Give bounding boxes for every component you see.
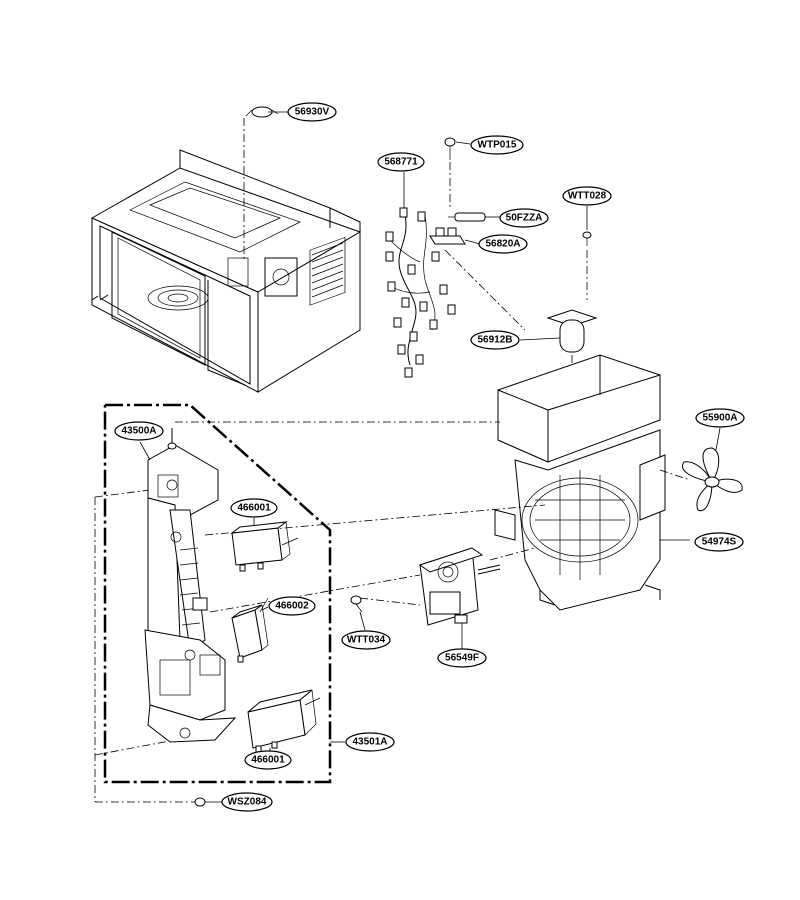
part-label-WTT028: WTT028 — [562, 186, 612, 206]
screw-wtt034-drawing — [350, 595, 366, 631]
svg-text:50FZZA: 50FZZA — [506, 213, 543, 224]
oven-cavity-drawing — [90, 149, 362, 393]
part-label-56549F: 56549F — [437, 648, 487, 668]
leader-43500A — [139, 441, 151, 461]
switch-466001-lower-drawing — [247, 689, 321, 753]
svg-text:WTT034: WTT034 — [347, 635, 386, 646]
part-label-54974S: 54974S — [694, 532, 744, 552]
part-label-56912B: 56912B — [470, 330, 520, 350]
svg-text:55900A: 55900A — [702, 413, 737, 424]
part-label-50FZZA: 50FZZA — [499, 208, 549, 228]
wire-harness-drawing — [385, 172, 456, 378]
part-label-WTT034: WTT034 — [341, 630, 391, 650]
reference-lines — [94, 421, 546, 803]
svg-text:WTP015: WTP015 — [478, 140, 517, 151]
screw-wtt028-drawing — [582, 206, 592, 300]
fuse-and-holder-drawing — [429, 212, 526, 331]
svg-text:56930V: 56930V — [295, 107, 330, 118]
svg-text:466001: 466001 — [251, 755, 285, 766]
switch-466001-upper-drawing — [230, 518, 299, 572]
part-label-55900A: 55900A — [695, 408, 745, 428]
svg-text:568771: 568771 — [384, 157, 418, 168]
fan-blade-drawing — [682, 427, 743, 512]
screw-wtp015-drawing — [444, 137, 471, 210]
svg-text:466001: 466001 — [237, 503, 271, 514]
part-label-568771: 568771 — [377, 152, 425, 172]
switch-466002-drawing — [231, 597, 269, 663]
svg-text:WSZ084: WSZ084 — [228, 797, 267, 808]
svg-text:WTT028: WTT028 — [568, 191, 607, 202]
part-label-466001-lower: 466001 — [244, 750, 292, 770]
air-duct-drawing — [494, 354, 691, 611]
svg-text:43500A: 43500A — [121, 426, 156, 437]
part-label-56930V: 56930V — [287, 102, 337, 122]
part-label-WSZ084: WSZ084 — [221, 792, 273, 812]
svg-text:56549F: 56549F — [445, 653, 479, 664]
svg-text:466002: 466002 — [275, 601, 309, 612]
svg-text:56820A: 56820A — [485, 239, 520, 250]
screw-wsz084-drawing — [194, 797, 222, 807]
latch-board-drawing — [144, 428, 237, 743]
svg-text:56912B: 56912B — [477, 335, 512, 346]
fan-motor-drawing — [359, 547, 536, 650]
lamp-drawing — [519, 309, 598, 400]
part-label-WTP015: WTP015 — [470, 135, 524, 155]
part-label-466001-upper: 466001 — [230, 498, 278, 518]
part-label-56820A: 56820A — [478, 234, 528, 254]
svg-text:54974S: 54974S — [702, 537, 737, 548]
part-label-43500A: 43500A — [114, 421, 164, 441]
latch-assembly-frame — [103, 403, 332, 784]
part-label-43501A: 43501A — [345, 732, 395, 752]
svg-text:43501A: 43501A — [352, 737, 387, 748]
part-label-466002: 466002 — [268, 596, 316, 616]
